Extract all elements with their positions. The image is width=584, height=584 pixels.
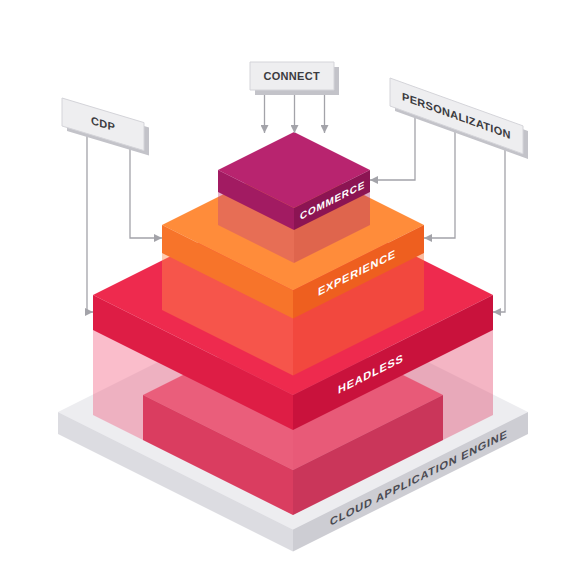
stack-layer: EXPERIENCE (162, 200, 424, 320)
connector (265, 90, 325, 133)
connector (493, 147, 505, 312)
connector (370, 115, 415, 180)
callout-face (250, 62, 334, 90)
connector (130, 146, 162, 238)
base-layer: CLOUD APPLICATION ENGINE (58, 440, 528, 560)
connector-line (294, 90, 295, 133)
layer-label: CLOUD APPLICATION ENGINE (330, 427, 508, 529)
stack-layer: COMMERCE (218, 133, 370, 233)
layer-label: HEADLESS (338, 351, 404, 397)
commerce-left (218, 170, 294, 230)
connector-line (370, 115, 415, 180)
callout-label: CONNECT (264, 70, 321, 83)
stack-layer: HEADLESS (93, 270, 493, 420)
connector-line (424, 129, 455, 238)
callout-face (390, 78, 523, 154)
layer-label: EXPERIENCE (318, 247, 396, 299)
callout-box: PERSONALIZATION (390, 78, 528, 159)
connector (87, 134, 93, 313)
connector-line (264, 90, 265, 133)
connector-line (130, 146, 162, 238)
callout-face (62, 98, 144, 151)
connector (424, 129, 455, 238)
callout-box: CONNECT (250, 62, 339, 95)
commerce-right (294, 170, 370, 230)
layer-label: COMMERCE (300, 177, 365, 223)
connector-line (493, 147, 505, 312)
connector-line (324, 90, 325, 133)
connector-line (87, 134, 93, 313)
callout-box: CDP (62, 98, 149, 156)
commerce-layer (218, 132, 370, 263)
